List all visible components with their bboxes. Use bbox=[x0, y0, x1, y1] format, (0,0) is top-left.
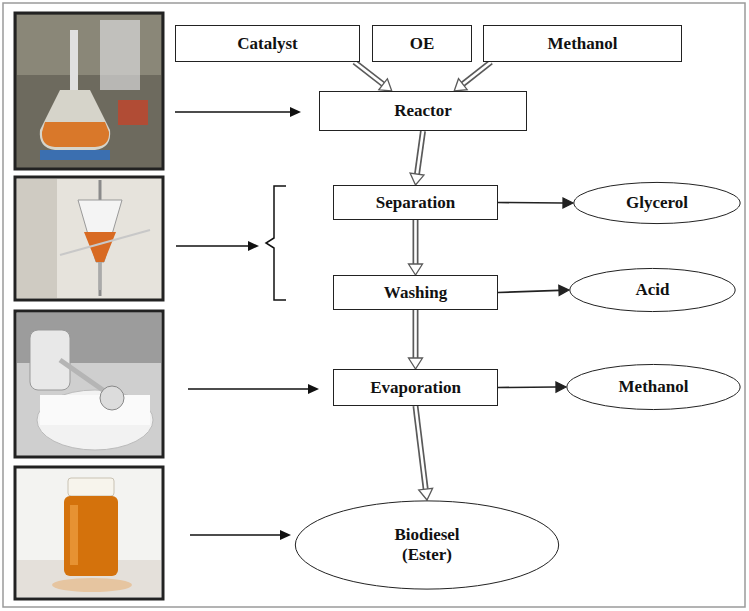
arrow-shaft bbox=[498, 386, 556, 388]
arrow-head bbox=[559, 285, 569, 295]
node-label: Separation bbox=[376, 193, 455, 213]
output-ellipse: Glycerol bbox=[573, 182, 741, 224]
arrow-head bbox=[419, 488, 433, 500]
arrow-shaft-inner bbox=[414, 310, 417, 359]
input-box: Catalyst bbox=[175, 25, 360, 62]
pointer-head bbox=[290, 107, 301, 117]
arrow-shaft-inner bbox=[417, 131, 423, 175]
arrow-shaft-inner bbox=[354, 62, 383, 85]
double-arrow bbox=[416, 406, 433, 500]
arrow-head bbox=[409, 358, 423, 369]
arrow-shaft-inner bbox=[462, 62, 491, 85]
process-box: Reactor bbox=[319, 91, 527, 131]
outer-frame bbox=[3, 3, 745, 607]
pointer-head bbox=[308, 384, 319, 394]
arrow-head bbox=[379, 79, 392, 91]
process-box: Washing bbox=[333, 275, 498, 310]
flow-arrow bbox=[498, 285, 569, 295]
reactor-photo bbox=[15, 13, 163, 169]
pointer-arrow bbox=[188, 388, 310, 390]
pointer-arrow bbox=[175, 111, 292, 113]
arrow-head bbox=[410, 173, 424, 185]
arrow-shaft bbox=[354, 62, 383, 84]
flow-arrow bbox=[498, 382, 566, 392]
output-ellipse: Methanol bbox=[566, 364, 741, 410]
arrow-shaft bbox=[417, 131, 423, 174]
group-bracket bbox=[266, 186, 286, 300]
funnel-photo bbox=[15, 177, 163, 300]
arrow-shaft-inner bbox=[414, 220, 417, 265]
double-arrow bbox=[454, 62, 491, 91]
product-ellipse: Biodiesel (Ester) bbox=[294, 500, 560, 590]
node-label: Glycerol bbox=[626, 193, 688, 213]
arrow-shaft bbox=[416, 406, 426, 489]
node-label: Washing bbox=[384, 283, 447, 303]
node-label: Methanol bbox=[619, 377, 689, 397]
node-label: Biodiesel (Ester) bbox=[377, 525, 477, 564]
pointer-arrow bbox=[176, 245, 250, 247]
input-box: Methanol bbox=[483, 25, 682, 62]
pointer-head bbox=[280, 530, 291, 540]
evaporator-photo bbox=[15, 311, 163, 457]
arrow-head bbox=[454, 79, 467, 91]
double-arrow bbox=[354, 62, 391, 91]
arrow-shaft bbox=[463, 62, 491, 84]
input-box: OE bbox=[372, 25, 472, 62]
bottle-photo bbox=[15, 467, 163, 599]
arrow-shaft bbox=[498, 202, 563, 204]
pointer-arrow bbox=[190, 534, 282, 536]
double-arrow bbox=[409, 220, 423, 275]
arrow-shaft bbox=[498, 290, 559, 292]
arrow-head bbox=[563, 198, 573, 208]
arrow-head bbox=[409, 264, 423, 275]
arrow-head bbox=[556, 382, 566, 392]
arrow-shaft bbox=[413, 220, 419, 264]
double-arrow bbox=[410, 131, 424, 185]
node-label: Catalyst bbox=[237, 34, 297, 54]
flow-arrow bbox=[498, 198, 573, 208]
node-label: Acid bbox=[636, 280, 670, 300]
process-box: Evaporation bbox=[333, 369, 498, 406]
arrow-shaft bbox=[413, 310, 419, 358]
double-arrow bbox=[409, 310, 423, 369]
arrow-shaft-inner bbox=[416, 406, 426, 490]
node-label: Evaporation bbox=[370, 378, 461, 398]
output-ellipse: Acid bbox=[569, 268, 736, 312]
node-label: Methanol bbox=[548, 34, 618, 54]
node-label: Reactor bbox=[394, 101, 452, 121]
process-box: Separation bbox=[333, 185, 498, 220]
node-label: OE bbox=[410, 34, 435, 54]
pointer-head bbox=[248, 241, 259, 251]
